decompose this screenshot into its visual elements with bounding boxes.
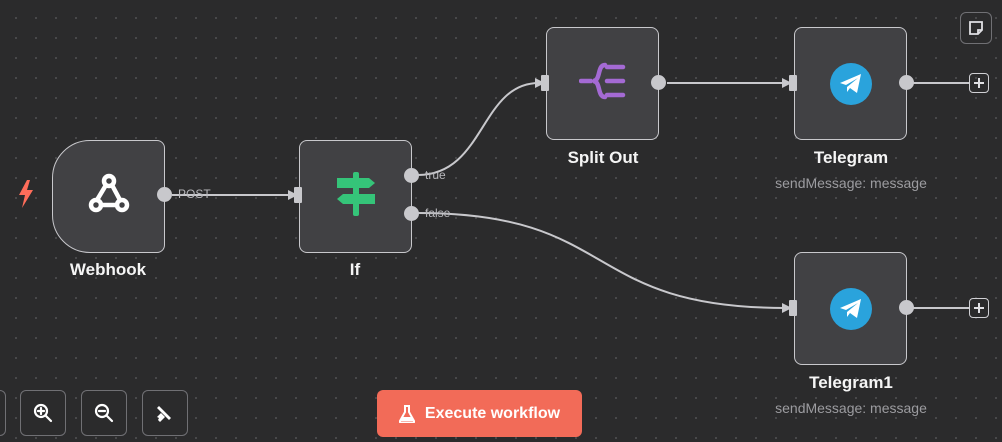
signpost-icon bbox=[333, 170, 379, 223]
telegram-subtitle: sendMessage: message bbox=[775, 175, 927, 191]
split-out-title: Split Out bbox=[567, 148, 639, 167]
split-out-input-port[interactable] bbox=[541, 75, 549, 91]
if-output-false-port[interactable] bbox=[404, 206, 419, 221]
telegram1-output-port[interactable] bbox=[899, 300, 914, 315]
zoom-in-icon bbox=[33, 403, 53, 423]
execute-workflow-button[interactable]: Execute workflow bbox=[377, 390, 582, 437]
node-telegram[interactable] bbox=[794, 27, 907, 140]
zoom-out-icon bbox=[94, 403, 114, 423]
telegram-icon bbox=[829, 62, 872, 105]
arrow-head bbox=[535, 78, 545, 88]
node-webhook[interactable] bbox=[52, 140, 165, 253]
if-input-port[interactable] bbox=[294, 187, 302, 203]
telegram-input-port[interactable] bbox=[789, 75, 797, 91]
split-out-output-port[interactable] bbox=[651, 75, 666, 90]
add-node-after-telegram1-button[interactable] bbox=[969, 298, 989, 318]
edge-if-false-to-telegram1[interactable] bbox=[417, 212, 787, 309]
arrow-head bbox=[782, 78, 792, 88]
telegram1-subtitle: sendMessage: message bbox=[775, 400, 927, 416]
if-true-label: true bbox=[425, 168, 446, 182]
webhook-output-label: POST bbox=[178, 187, 211, 201]
edge-if-true-to-splitout[interactable] bbox=[417, 82, 540, 176]
webhook-icon bbox=[85, 170, 133, 223]
split-out-icon bbox=[578, 61, 627, 106]
if-output-true-port[interactable] bbox=[404, 168, 419, 183]
tidy-up-icon bbox=[157, 406, 171, 422]
webhook-title: Webhook bbox=[69, 260, 147, 279]
node-split-out[interactable] bbox=[546, 27, 659, 140]
tidy-up-button[interactable] bbox=[142, 390, 188, 436]
execute-workflow-label: Execute workflow bbox=[424, 404, 561, 422]
add-node-after-telegram-button[interactable] bbox=[969, 73, 989, 93]
arrow-head bbox=[288, 190, 298, 200]
add-sticky-note-button[interactable] bbox=[960, 12, 992, 44]
telegram-output-port[interactable] bbox=[899, 75, 914, 90]
if-false-label: false bbox=[425, 206, 451, 220]
node-telegram1[interactable] bbox=[794, 252, 907, 365]
lightning-bolt-icon bbox=[17, 180, 35, 213]
webhook-output-port[interactable] bbox=[157, 187, 172, 202]
zoom-out-button[interactable] bbox=[81, 390, 127, 436]
zoom-in-button[interactable] bbox=[20, 390, 66, 436]
telegram-icon bbox=[829, 287, 872, 330]
telegram-title: Telegram bbox=[813, 148, 889, 167]
plus-icon bbox=[974, 78, 984, 88]
telegram1-input-port[interactable] bbox=[789, 300, 797, 316]
fit-view-button[interactable] bbox=[0, 390, 6, 436]
if-title: If bbox=[349, 260, 361, 279]
node-if[interactable] bbox=[299, 140, 412, 253]
flask-icon bbox=[398, 404, 415, 423]
sticky-note-icon bbox=[969, 21, 983, 35]
telegram1-title: Telegram1 bbox=[809, 373, 893, 392]
arrow-head bbox=[782, 303, 792, 313]
plus-icon bbox=[974, 303, 984, 313]
